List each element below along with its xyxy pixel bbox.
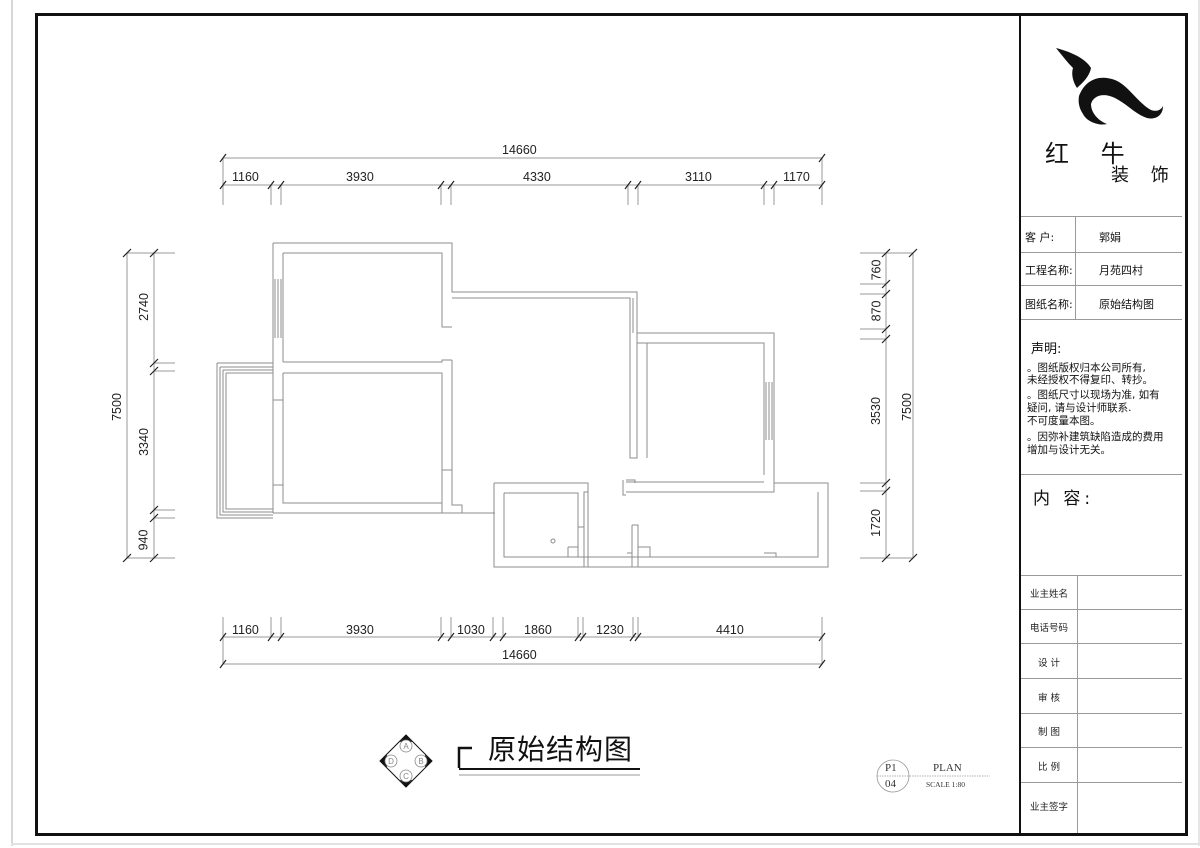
field-label-client: 客 户: <box>1025 231 1055 244</box>
dim-left-total: 7500 <box>109 393 124 421</box>
dim-top-seg-2: 3930 <box>346 170 374 184</box>
plan-sheet-id: P1 <box>885 762 897 774</box>
tb-divider <box>1021 643 1182 644</box>
bull-horn-logo-icon <box>1056 48 1163 125</box>
field-value-project: 月苑四村 <box>1099 264 1143 277</box>
field-label-project: 工程名称: <box>1025 264 1073 277</box>
dim-bottom-total: 14660 <box>502 648 537 662</box>
tb-divider <box>1021 474 1182 475</box>
sig-label-owner-signature: 业主签字 <box>1029 802 1068 813</box>
dim-bottom-seg-2: 3930 <box>346 623 374 637</box>
tb-divider <box>1021 216 1182 217</box>
dim-top-total: 14660 <box>502 143 537 157</box>
compass-icon <box>379 734 433 788</box>
dim-right-seg-3: 3530 <box>868 397 883 425</box>
sig-label-phone: 电话号码 <box>1029 623 1068 634</box>
notice-line: 。图纸尺寸以现场为准, 如有 <box>1027 389 1160 401</box>
dim-bottom-seg-5: 1230 <box>596 623 624 637</box>
tb-divider <box>1021 713 1182 714</box>
title-block-divider <box>1019 13 1021 833</box>
dim-left-seg-2: 3340 <box>136 428 151 456</box>
field-value-drawing: 原始结构图 <box>1099 298 1154 311</box>
sig-label-scale: 比 例 <box>1037 762 1061 773</box>
compass-label-c: C <box>403 772 409 781</box>
dim-right-seg-2: 870 <box>869 300 884 322</box>
sheet-edge-bottom <box>11 843 1200 845</box>
drawing-frame <box>35 13 1188 836</box>
tb-divider <box>1021 747 1182 748</box>
dim-bottom-seg-3: 1030 <box>457 623 485 637</box>
tb-divider <box>1021 575 1182 576</box>
dim-right-seg-4: 1720 <box>868 509 883 537</box>
plan-scale: SCALE 1:80 <box>926 780 965 789</box>
dim-bottom-seg-6: 4410 <box>716 623 744 637</box>
dim-right-total: 7500 <box>899 393 914 421</box>
dim-top-seg-3: 4330 <box>523 170 551 184</box>
tb-col-divider <box>1077 575 1078 833</box>
floor-plan: A B C D <box>122 153 990 793</box>
sig-label-owner-name: 业主姓名 <box>1029 589 1068 600</box>
plan-sheet-number: 04 <box>885 778 896 790</box>
sheet-edge-right <box>1198 0 1200 846</box>
tb-divider <box>1021 319 1182 320</box>
dim-bottom-seg-4: 1860 <box>524 623 552 637</box>
brand-name-line1: 红 牛 <box>1045 140 1137 168</box>
brand-name-line2: 装 饰 <box>1111 165 1177 186</box>
sig-label-design: 设 计 <box>1037 658 1061 669</box>
tb-divider <box>1021 678 1182 679</box>
notice-line: 疑问, 请与设计师联系. <box>1027 402 1132 414</box>
compass-label-d: D <box>388 757 394 766</box>
tb-col-divider <box>1075 216 1076 319</box>
notice-line: 。图纸版权归本公司所有, <box>1027 362 1146 374</box>
dim-left-seg-3: 940 <box>136 529 151 551</box>
dim-left-seg-1: 2740 <box>136 293 151 321</box>
tb-divider <box>1021 609 1182 610</box>
notice-line: 增加与设计无关。 <box>1027 444 1111 456</box>
sheet-edge-left <box>11 0 13 846</box>
sig-label-review: 审 核 <box>1037 693 1061 704</box>
dim-right-seg-1: 760 <box>869 259 884 281</box>
tb-divider <box>1021 252 1182 253</box>
plan-label: PLAN <box>933 762 962 774</box>
dim-top-seg-1: 1160 <box>232 170 259 184</box>
dim-top-seg-4: 3110 <box>685 170 712 184</box>
tb-divider <box>1021 782 1182 783</box>
compass-label-b: B <box>418 757 423 766</box>
notice-line: 未经授权不得复印、转抄。 <box>1027 374 1153 386</box>
field-label-drawing: 图纸名称: <box>1025 298 1073 311</box>
drawing-title: 原始结构图 <box>488 733 634 766</box>
notice-line: 不可度量本图。 <box>1027 415 1101 427</box>
dim-top-seg-5: 1170 <box>783 170 810 184</box>
compass-label-a: A <box>403 742 409 751</box>
dim-bottom-seg-1: 1160 <box>232 623 259 637</box>
tb-divider <box>1021 285 1182 286</box>
notice-line: 。因弥补建筑缺陷造成的费用 <box>1027 431 1164 443</box>
content-label: 内 容: <box>1033 489 1095 509</box>
sig-label-drafting: 制 图 <box>1037 727 1061 738</box>
notice-title: 声明: <box>1031 342 1062 357</box>
field-value-client: 郭娟 <box>1099 231 1121 244</box>
title-block: 红 牛 装 饰 客 户: 郭娟 工程名称: 月苑四村 图纸名称: 原始结构图 声… <box>1021 16 1182 833</box>
